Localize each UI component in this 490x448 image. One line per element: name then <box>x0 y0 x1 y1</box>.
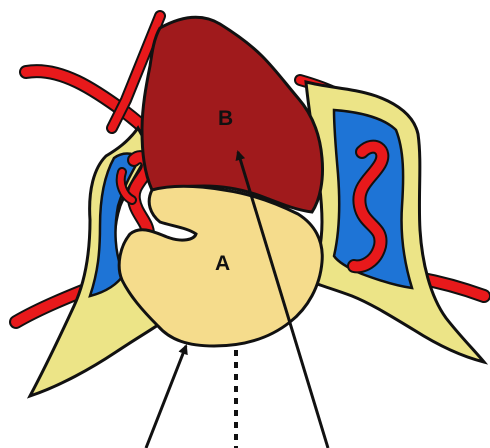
label-b: B <box>218 107 233 130</box>
arrow-icon <box>146 346 186 448</box>
label-a: A <box>215 252 230 275</box>
